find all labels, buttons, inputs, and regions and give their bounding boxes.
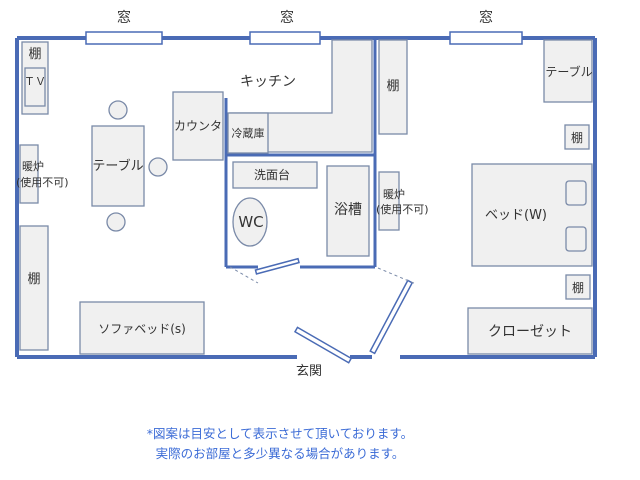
heater-left-label-1: 暖炉 [22, 160, 44, 173]
entrance-door-swing [377, 267, 417, 285]
table-left-label: テーブル [92, 158, 143, 174]
wc-door [254, 257, 300, 275]
table-right-label: テーブル [545, 64, 592, 79]
pillow-bottom [565, 226, 587, 252]
chair-bottom [106, 212, 126, 232]
bathtub-label: 浴槽 [334, 202, 362, 218]
heater-left-label-2: (使用不可) [16, 176, 69, 189]
entrance-label: 玄関 [296, 364, 322, 379]
pillow-top [565, 180, 587, 206]
heater-right-label-1: 暖炉 [383, 188, 405, 201]
shelf-right-2 [565, 274, 591, 300]
sofa-bed-label: ソファベッド(s) [98, 322, 186, 336]
fridge-label: 冷蔵庫 [232, 126, 265, 140]
heater-right [378, 171, 400, 231]
shelf-top-left-label: 棚 [28, 47, 41, 62]
heater-right-label-2: (使用不可) [376, 203, 429, 216]
window-label-center: 窓 [280, 9, 294, 26]
sofa-bed [79, 301, 205, 355]
left-room: 棚 ＴＶ 暖炉 (使用不可) 棚 テーブル ソファベッド(s) [16, 41, 205, 355]
table-right [543, 39, 593, 103]
toilet [232, 197, 268, 247]
disclaimer-line-2: 実際のお部屋と多少異なる場合があります。 [155, 446, 405, 461]
wc-door-swing [229, 266, 259, 284]
window-label-left: 窓 [117, 9, 131, 26]
bathtub [326, 165, 370, 257]
shelf-center-label: 棚 [386, 79, 399, 94]
window-left [85, 31, 163, 45]
heater-left [19, 144, 39, 204]
interior-walls [224, 38, 377, 269]
closet-label: クローゼット [488, 324, 572, 340]
tv-label: ＴＶ [24, 75, 46, 88]
counter-label: カウンタ [174, 119, 222, 133]
bed-label: ベッド(W) [485, 208, 547, 223]
disclaimer-line-1: *図案は目安として表示させて頂いております。 [146, 426, 414, 441]
wc-label: WC [238, 213, 263, 231]
window-center [249, 31, 321, 45]
doors [229, 257, 417, 364]
closet [467, 307, 593, 355]
table-left [91, 125, 145, 207]
shelf-left [19, 225, 49, 351]
shelf-left-label: 棚 [27, 272, 40, 287]
tv-stand [24, 67, 46, 107]
shelf-right-1-label: 棚 [571, 130, 583, 145]
shelf-right-2-label: 棚 [572, 280, 584, 295]
chair-top [108, 100, 128, 120]
kitchen-area: カウンタ キッチン 冷蔵庫 [172, 39, 373, 161]
windows: 窓 窓 窓 [85, 9, 523, 45]
entrance-door-left [293, 326, 353, 364]
right-room: 棚 暖炉 (使用不可) テーブル 棚 ベッド(W) 棚 クローゼット [376, 39, 593, 355]
washbasin [232, 161, 318, 189]
washbasin-label: 洗面台 [254, 167, 290, 182]
bathroom: 洗面台 WC 浴槽 [232, 161, 370, 257]
shelf-right-1 [564, 124, 590, 150]
kitchen-label: キッチン [240, 74, 296, 90]
chair-right [148, 157, 168, 177]
window-right [449, 31, 523, 45]
window-label-right: 窓 [479, 9, 493, 26]
shelf-center [378, 39, 408, 135]
counter [172, 91, 224, 161]
entrance-door-right [369, 279, 414, 355]
fridge [227, 112, 269, 154]
